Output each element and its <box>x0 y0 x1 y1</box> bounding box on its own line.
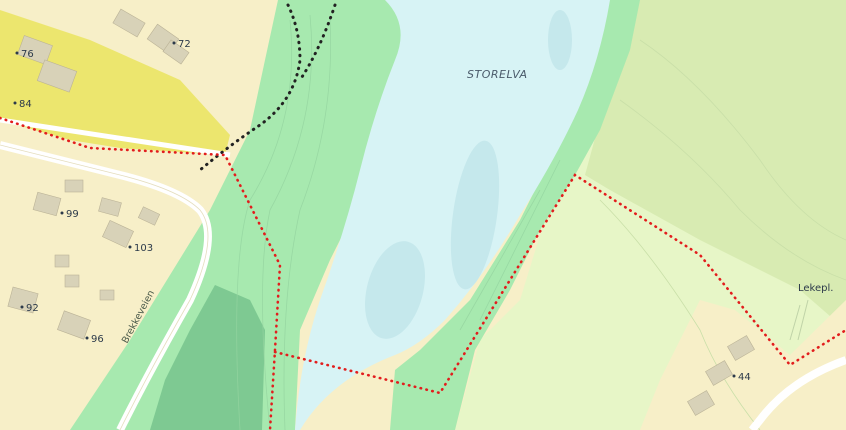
building <box>137 206 161 226</box>
address-label: 44 <box>738 372 751 383</box>
address-dot <box>128 245 132 249</box>
building <box>112 8 146 38</box>
building <box>102 219 134 249</box>
river-island <box>548 10 572 70</box>
forest-strip-west <box>70 0 440 430</box>
river-label: STORELVA <box>467 68 528 81</box>
building <box>99 289 115 301</box>
river-island <box>450 140 500 290</box>
building <box>32 191 62 217</box>
address-dot <box>85 336 89 340</box>
address-label: 84 <box>19 99 32 110</box>
address-dot <box>60 211 64 215</box>
river-island <box>365 241 425 339</box>
building <box>17 35 53 65</box>
address-label: 92 <box>26 303 39 314</box>
residential-area-southeast <box>640 300 846 430</box>
address-label: 96 <box>91 334 104 345</box>
address-label: 72 <box>178 39 191 50</box>
building <box>36 59 78 93</box>
address-dot <box>172 41 176 45</box>
footpath[interactable] <box>298 3 337 82</box>
highlight-zone <box>0 10 230 155</box>
building <box>687 390 715 416</box>
address-dot <box>13 101 17 105</box>
address-label: 99 <box>66 209 79 220</box>
address-dot <box>732 374 736 378</box>
building <box>705 360 733 386</box>
address-label: 76 <box>21 49 34 60</box>
poi-label-playground: Lekepl. <box>798 283 833 294</box>
playground-marker <box>789 299 809 341</box>
building <box>727 335 755 361</box>
address-dot <box>20 305 24 309</box>
road-southeast[interactable] <box>748 356 846 430</box>
building <box>54 254 70 268</box>
building <box>64 179 84 193</box>
field-area-northeast <box>585 0 846 330</box>
contour-lines-east <box>599 39 846 430</box>
address-dot <box>15 51 19 55</box>
contour-lines <box>236 14 561 430</box>
building <box>64 274 80 288</box>
boundary-lines <box>0 116 846 430</box>
building <box>7 286 39 314</box>
buildings <box>7 8 755 416</box>
dense-forest-patch <box>150 285 265 430</box>
building <box>57 310 91 340</box>
building <box>162 39 190 65</box>
building <box>98 197 122 217</box>
address-label: 103 <box>134 243 153 254</box>
boundary-line-west <box>0 116 282 430</box>
road-edge <box>0 144 209 430</box>
road-north[interactable] <box>0 117 231 158</box>
